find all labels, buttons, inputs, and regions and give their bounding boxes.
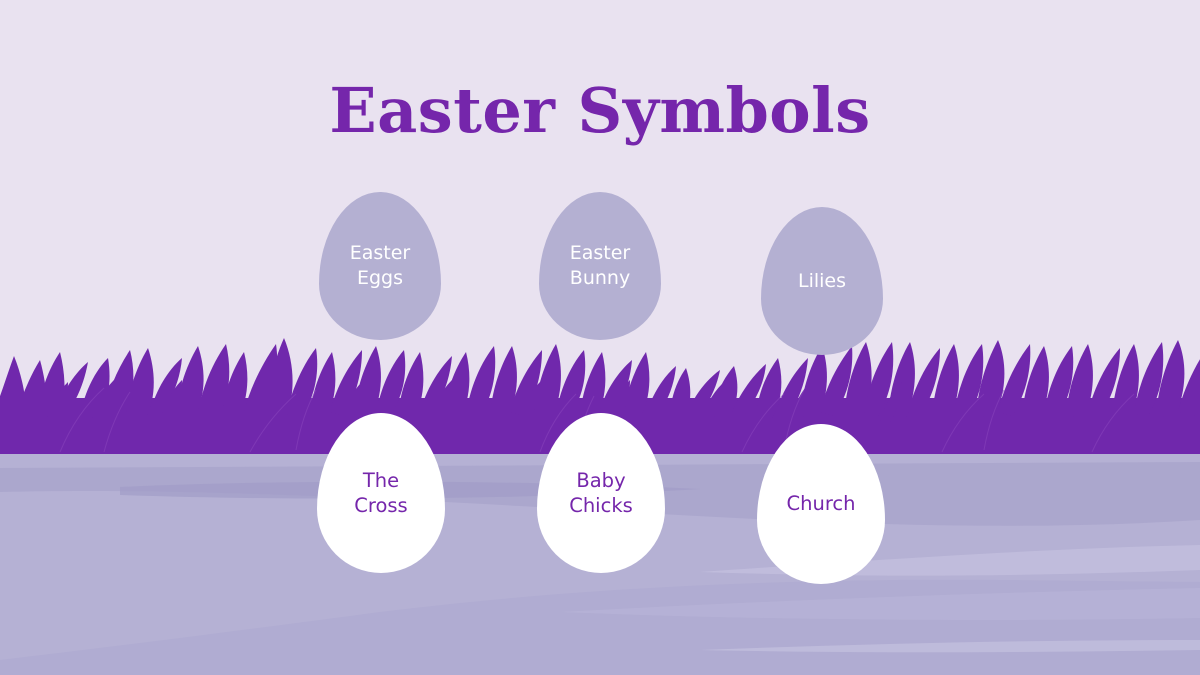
symbol-label: Baby Chicks	[569, 468, 633, 517]
symbol-label: Lilies	[797, 269, 846, 292]
symbol-label: The Cross	[354, 468, 408, 517]
page-title: Easter Symbols	[329, 74, 871, 147]
symbol-label: Easter Bunny	[569, 242, 631, 289]
symbol-label: Easter Eggs	[349, 242, 411, 289]
symbol-label: Church	[786, 492, 856, 516]
